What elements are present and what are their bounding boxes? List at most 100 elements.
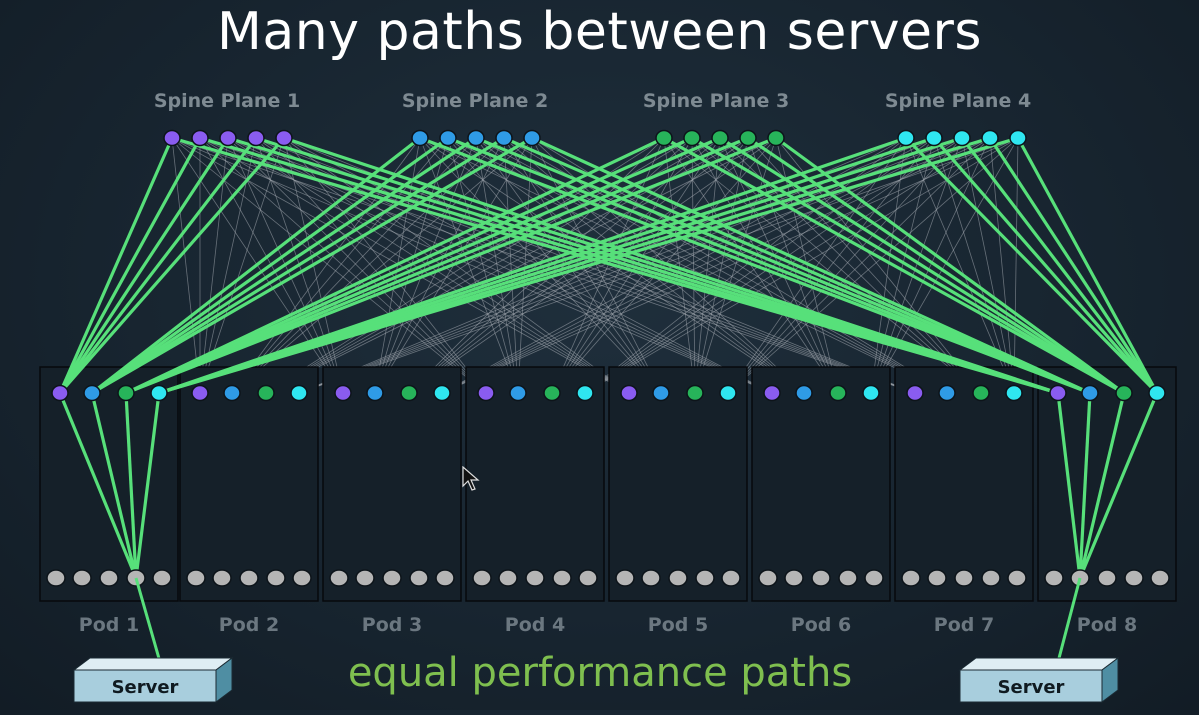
server-label: Server: [112, 677, 179, 698]
pod-label: Pod 7: [934, 614, 994, 636]
leaf-node: [382, 569, 402, 587]
aggregation-node: [620, 384, 638, 402]
aggregation-node: [400, 384, 418, 402]
pod-box: [465, 366, 605, 602]
highlight-path: [58, 136, 174, 395]
leaf-node: [552, 569, 572, 587]
spine-node: [467, 129, 485, 147]
leaf-node: [409, 569, 429, 587]
highlight-path: [718, 136, 1126, 395]
highlight-path: [932, 136, 1159, 395]
aggregation-node: [433, 384, 451, 402]
highlight-path: [282, 136, 1060, 395]
aggregation-node: [906, 384, 924, 402]
spine-node: [163, 129, 181, 147]
spine-node: [683, 129, 701, 147]
leaf-node: [641, 569, 661, 587]
aggregation-node: [366, 384, 384, 402]
leaf-node: [46, 569, 66, 587]
highlight-path: [530, 136, 1092, 395]
spine-node: [711, 129, 729, 147]
aggregation-node: [1049, 384, 1067, 402]
aggregation-node: [972, 384, 990, 402]
highlight-path: [418, 136, 1092, 395]
leaf-node: [981, 569, 1001, 587]
highlight-path: [124, 392, 138, 579]
aggregation-node: [543, 384, 561, 402]
pod-label: Pod 2: [219, 614, 279, 636]
leaf-node: [1097, 569, 1117, 587]
pod-box: [322, 366, 462, 602]
spine-node: [655, 129, 673, 147]
spine-node: [275, 129, 293, 147]
leaf-node: [954, 569, 974, 587]
mouse-cursor-icon: [462, 465, 480, 497]
aggregation-node: [686, 384, 704, 402]
highlight-path: [58, 136, 286, 395]
aggregation-node: [150, 384, 168, 402]
highlight-path: [124, 136, 694, 395]
leaf-node: [525, 569, 545, 587]
server-box-front: [73, 669, 217, 703]
leaf-node: [292, 569, 312, 587]
aggregation-node: [1148, 384, 1166, 402]
aggregation-node: [829, 384, 847, 402]
highlight-path: [960, 136, 1159, 395]
pod-label: Pod 4: [505, 614, 565, 636]
aggregation-node: [223, 384, 241, 402]
spine-node: [191, 129, 209, 147]
highlight-path: [58, 392, 138, 579]
spine-node: [981, 129, 999, 147]
highlight-path: [446, 136, 1092, 395]
highlight-path: [662, 136, 1126, 395]
server-box-top: [958, 657, 1120, 671]
spine-plane-label: Spine Plane 2: [402, 90, 548, 112]
spine-node: [219, 129, 237, 147]
pod-box: [179, 366, 319, 602]
spine-node: [523, 129, 541, 147]
leaf-node: [1150, 569, 1170, 587]
leaf-node: [498, 569, 518, 587]
aggregation-node: [862, 384, 880, 402]
aggregation-node: [1005, 384, 1023, 402]
leaf-node: [1044, 569, 1064, 587]
aggregation-node: [191, 384, 209, 402]
aggregation-node: [652, 384, 670, 402]
spine-node: [739, 129, 757, 147]
diagram-caption: equal performance paths: [347, 650, 853, 696]
leaf-node: [721, 569, 741, 587]
spine-node: [439, 129, 457, 147]
highlight-path: [1016, 136, 1159, 395]
server-label: Server: [998, 677, 1065, 698]
pod-box: [894, 366, 1034, 602]
aggregation-node: [576, 384, 594, 402]
server-link: [134, 577, 162, 663]
aggregation-node: [795, 384, 813, 402]
leaf-node: [152, 569, 172, 587]
highlight-path: [124, 136, 750, 395]
highlight-path: [746, 136, 1126, 395]
leaf-node: [72, 569, 92, 587]
leaf-node: [472, 569, 492, 587]
pod-box: [39, 366, 179, 602]
pod-label: Pod 3: [362, 614, 422, 636]
highlight-path: [988, 136, 1159, 395]
leaf-node: [578, 569, 598, 587]
leaf-node: [355, 569, 375, 587]
highlight-path: [124, 136, 778, 395]
spine-node: [925, 129, 943, 147]
leaf-node: [329, 569, 349, 587]
highlight-path: [124, 136, 722, 395]
highlight-path: [90, 136, 534, 395]
aggregation-node: [1081, 384, 1099, 402]
highlight-path: [502, 136, 1092, 395]
server-box-top: [72, 657, 234, 671]
leaf-node: [695, 569, 715, 587]
leaf-node: [838, 569, 858, 587]
leaf-node: [668, 569, 688, 587]
leaf-node: [901, 569, 921, 587]
spine-plane-label: Spine Plane 1: [154, 90, 300, 112]
leaf-node: [186, 569, 206, 587]
